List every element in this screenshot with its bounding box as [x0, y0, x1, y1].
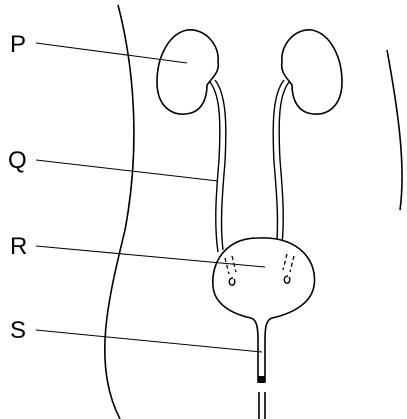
- urethra-lower: [259, 392, 265, 419]
- label-s: S: [10, 317, 26, 344]
- label-line-q: [36, 160, 218, 181]
- label-q: Q: [8, 147, 27, 174]
- label-r: R: [10, 233, 27, 260]
- bladder: [213, 238, 315, 382]
- body-outline-right: [387, 50, 402, 210]
- left-ureter-inner: [215, 80, 226, 250]
- right-kidney: [282, 30, 342, 114]
- body-outline-left: [105, 5, 134, 419]
- urethra-end: [258, 376, 265, 383]
- left-kidney: [157, 30, 218, 114]
- left-ureter-outer: [210, 82, 220, 252]
- right-ureter-inner: [273, 80, 284, 250]
- label-p: P: [10, 31, 26, 58]
- right-ureter-outer: [279, 82, 289, 252]
- label-line-s: [36, 330, 262, 352]
